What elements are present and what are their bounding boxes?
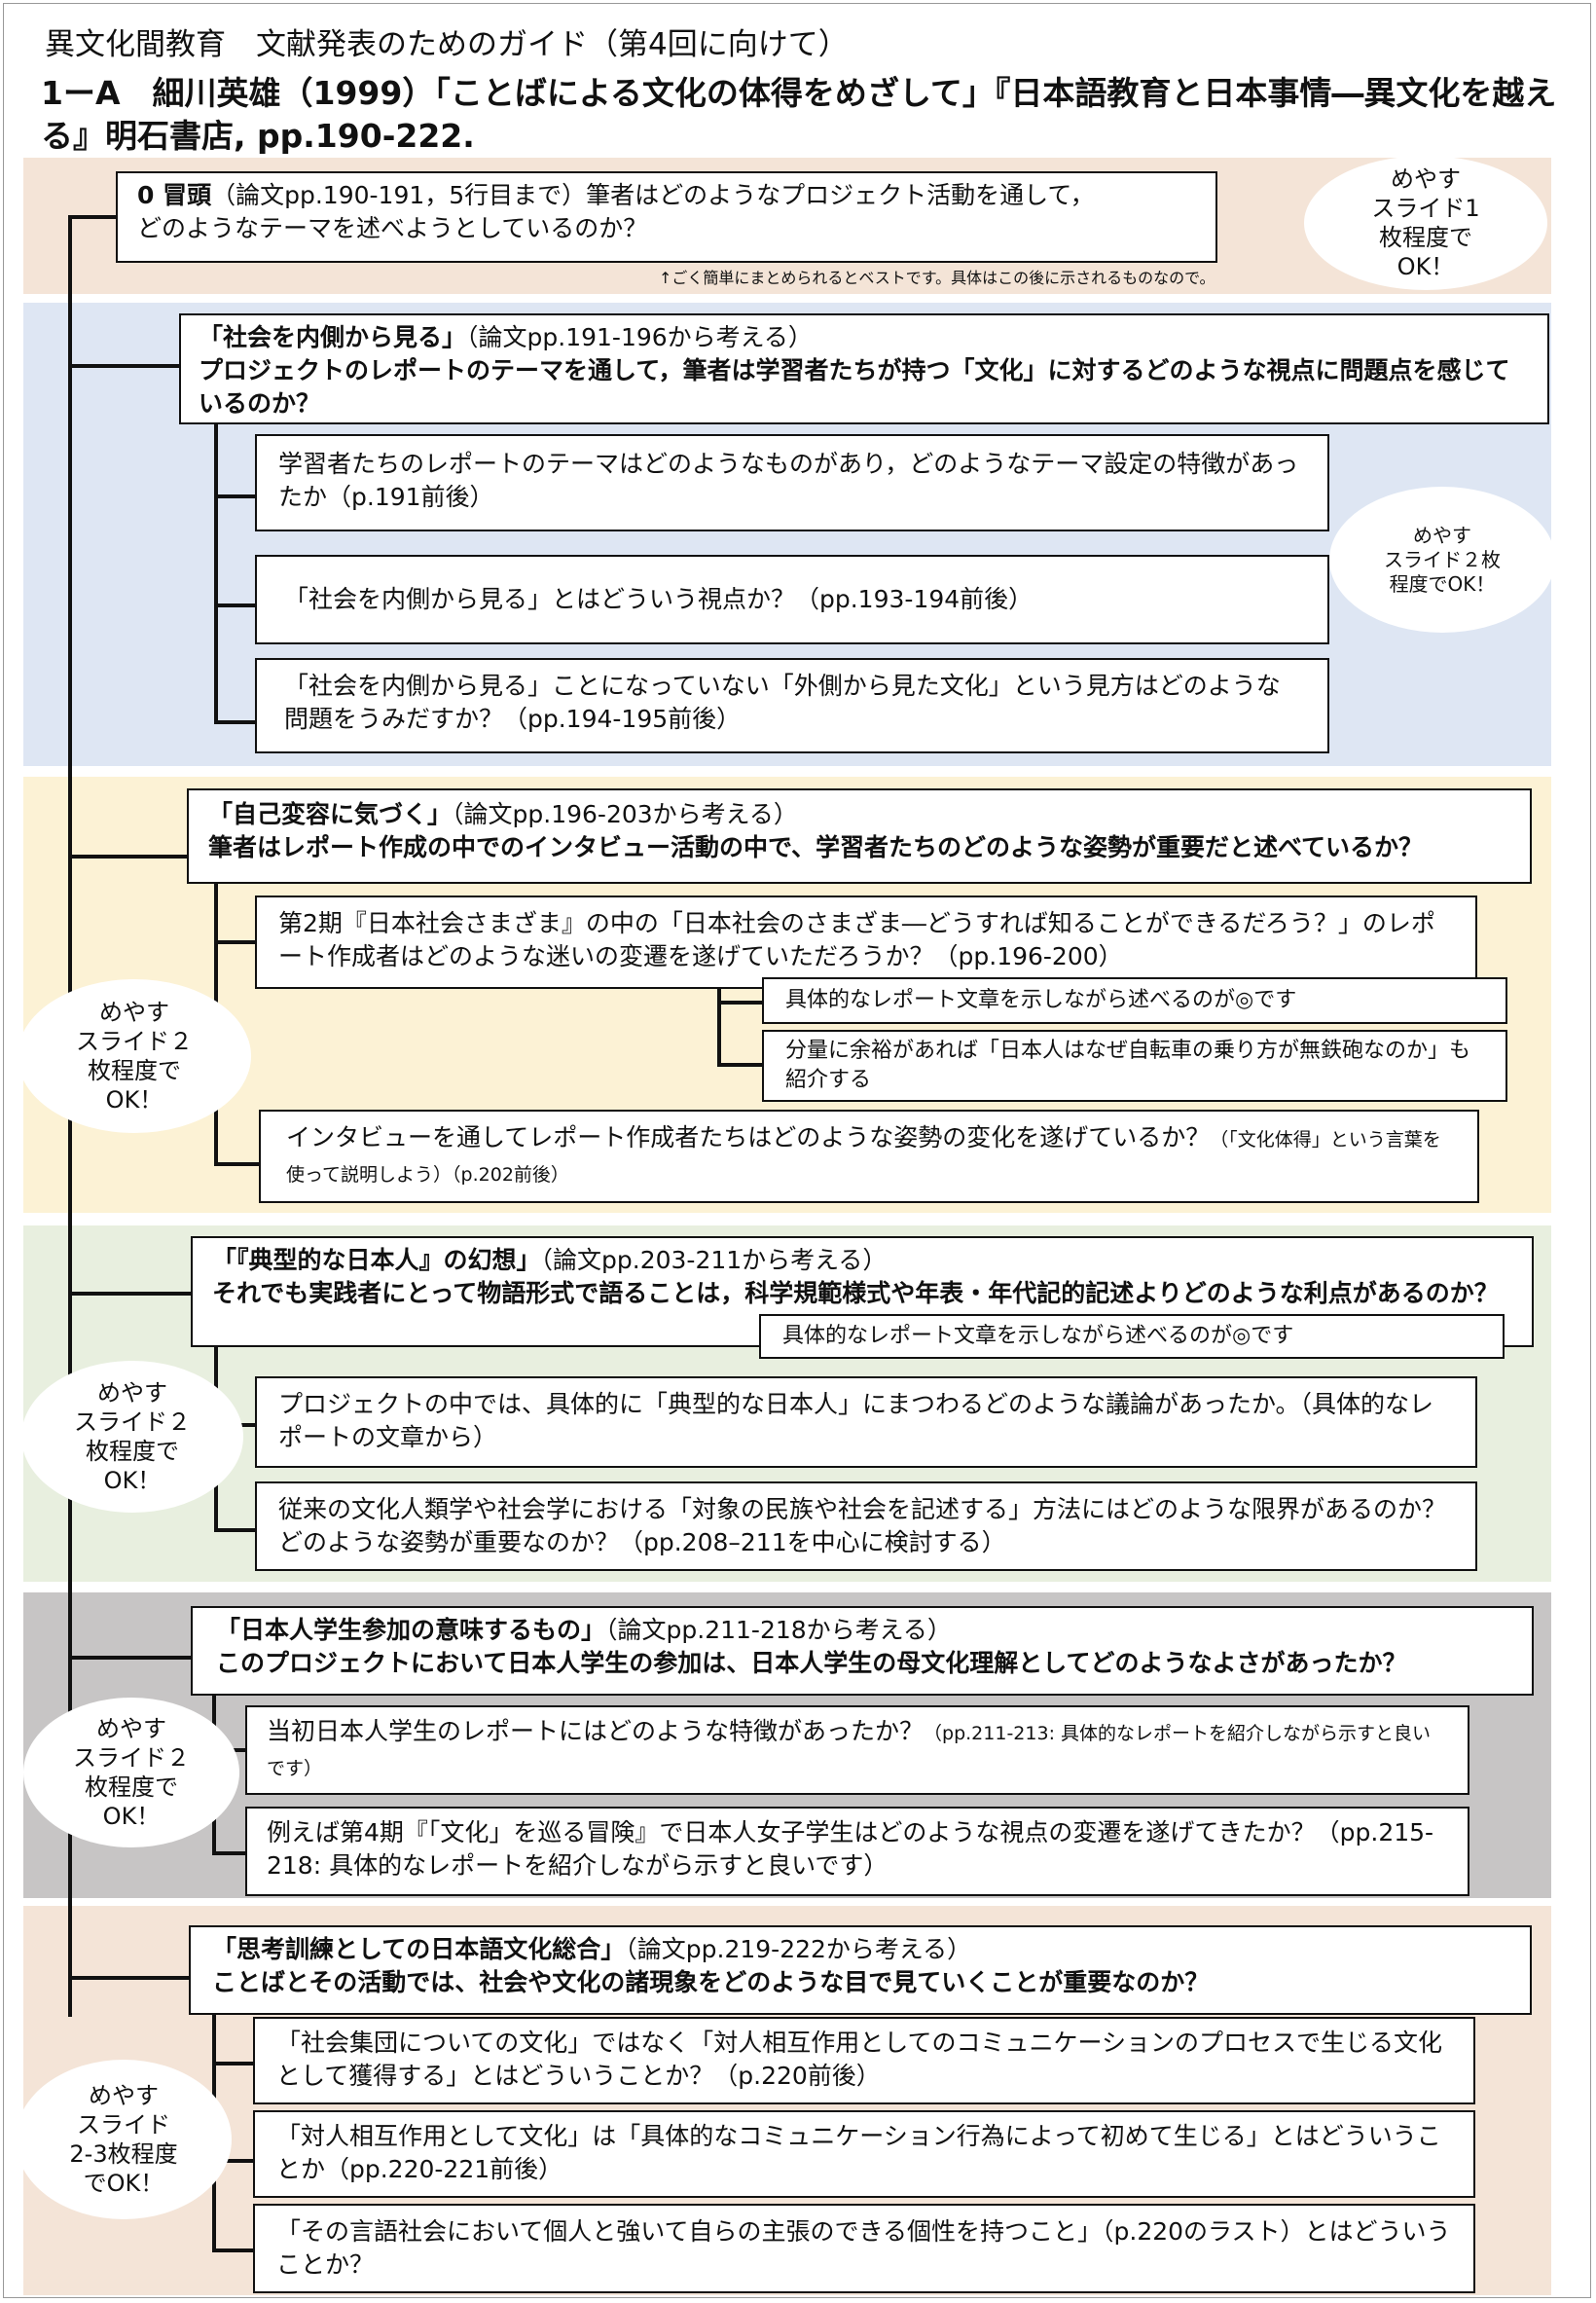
section-2-subquestion-2: インタビューを通してレポート作成者たちはどのような姿勢の変化を遂げているか？（「… bbox=[259, 1110, 1479, 1203]
section-5-subquestion-2: 「対人相互作用として文化」は「具体的なコミュニケーション行為によって初めて生じる… bbox=[253, 2110, 1475, 2198]
section-4-pages: （論文pp.211-218から考える） bbox=[605, 1616, 952, 1644]
section-3-pages: （論文pp.203-211から考える） bbox=[540, 1246, 888, 1274]
connector bbox=[214, 720, 257, 724]
connector bbox=[717, 1001, 764, 1005]
section-1-question: プロジェクトのレポートのテーマを通して，筆者は学習者たちが持つ「文化」に対するど… bbox=[199, 356, 1510, 418]
section-4-estimate-ellipse: めやす スライド２ 枚程度で OK！ bbox=[23, 1698, 239, 1847]
connector bbox=[214, 940, 257, 944]
connector bbox=[68, 855, 189, 859]
connector bbox=[68, 1656, 193, 1660]
connector bbox=[214, 1162, 263, 1166]
section-0-line-2: どのようなテーマを述べようとしているのか？ bbox=[137, 214, 648, 242]
section-5-estimate-ellipse: めやす スライド 2-3枚程度 でOK！ bbox=[16, 2060, 232, 2219]
section-1-subquestion-2: 「社会を内側から見る」とはどういう視点か？（pp.193-194前後） bbox=[255, 555, 1329, 644]
section-5-pages: （論文pp.219-222から考える） bbox=[625, 1935, 972, 1963]
connector bbox=[212, 2159, 255, 2163]
connector bbox=[717, 985, 721, 1065]
section-5-heading-box: 「思考訓練としての日本語文化総合」（論文pp.219-222から考える） ことば… bbox=[189, 1925, 1532, 2015]
connector bbox=[68, 215, 119, 219]
section-2-note-2: 分量に余裕があれば「日本人はなぜ自転車の乗り方が無鉄砲なのか」も紹介する bbox=[762, 1030, 1507, 1102]
section-5-question: ことばとその活動では、社会や文化の諸現象をどのような目で見ていくことが重要なのか… bbox=[212, 1968, 1210, 1996]
section-1-heading: 「社会を内側から見る」 bbox=[199, 323, 467, 351]
section-0-note: ↑ごく簡単にまとめられるとベストです。具体はこの後に示されるものなので。 bbox=[659, 269, 1215, 287]
connector bbox=[68, 364, 183, 368]
connector bbox=[68, 1976, 191, 1980]
section-4-question: このプロジェクトにおいて日本人学生の参加は、日本人学生の母文化理解としてどのよう… bbox=[216, 1649, 1407, 1677]
section-1-subquestion-3: 「社会を内側から見る」ことになっていない「外側から見た文化」という見方はどのよう… bbox=[255, 658, 1329, 753]
connector bbox=[214, 422, 218, 722]
section-4-heading: 「日本人学生参加の意味するもの」 bbox=[216, 1616, 606, 1644]
section-2-heading: 「自己変容に気づく」 bbox=[208, 800, 453, 828]
section-1-pages: （論文pp.191-196から考える） bbox=[466, 323, 813, 351]
section-2-pages: （論文pp.196-203から考える） bbox=[452, 800, 798, 828]
connector bbox=[212, 2062, 255, 2065]
section-3-note-1: 具体的なレポート文章を示しながら述べるのが◎です bbox=[759, 1314, 1505, 1359]
section-5-subquestion-3: 「その言語社会において個人と強いて自らの主張のできる個性を持つこと」（p.220… bbox=[253, 2204, 1475, 2293]
section-4-subquestion-1-main: 当初日本人学生のレポートにはどのような特徴があったか？ bbox=[267, 1717, 925, 1745]
section-1-estimate-ellipse: めやす スライド２枚 程度でOK！ bbox=[1329, 487, 1555, 633]
section-2-subquestion-1: 第2期『日本社会さまざま』の中の「日本社会のさまざま―どうすれば知ることができる… bbox=[255, 896, 1477, 989]
section-3-heading: 「『典型的な日本人』の幻想」 bbox=[212, 1246, 541, 1274]
section-2-subquestion-2-main: インタビューを通してレポート作成者たちはどのような姿勢の変化を遂げているか？ bbox=[286, 1123, 1211, 1152]
section-3-question: それでも実践者にとって物語形式で語ることは，科学規範様式や年表・年代記的記述より… bbox=[212, 1279, 1499, 1307]
section-5-subquestion-1: 「社会集団についての文化」ではなく「対人相互作用としてのコミュニケーションのプロ… bbox=[253, 2017, 1475, 2104]
section-0-line-1: （論文pp.190-191，5行目まで）筆者はどのようなプロジェクト活動を通して… bbox=[211, 181, 1095, 209]
section-2-note-1: 具体的なレポート文章を示しながら述べるのが◎です bbox=[762, 977, 1507, 1024]
section-3-estimate-ellipse: めやす スライド２ 枚程度で OK！ bbox=[21, 1361, 243, 1513]
section-5-heading: 「思考訓練としての日本語文化総合」 bbox=[212, 1935, 626, 1963]
connector bbox=[68, 1292, 193, 1296]
section-3-subquestion-1: プロジェクトの中では、具体的に「典型的な日本人」にまつわるどのような議論があった… bbox=[255, 1376, 1477, 1468]
section-4-subquestion-2: 例えば第4期『「文化」を巡る冒険』で日本人女子学生はどのような視点の変遷を遂げて… bbox=[245, 1807, 1469, 1896]
page-frame bbox=[3, 3, 1591, 2298]
section-2-question: 筆者はレポート作成の中でのインタビュー活動の中で、学習者たちのどのような姿勢が重… bbox=[208, 833, 1424, 861]
section-2-subquestion-2-note: （「文化体得」という言葉を使って説明しよう）（p.202前後） bbox=[286, 1129, 1441, 1186]
course-header: 異文化間教育 文献発表のためのガイド（第4回に向けて） bbox=[45, 27, 849, 62]
section-1-heading-box: 「社会を内側から見る」（論文pp.191-196から考える） プロジェクトのレポ… bbox=[179, 313, 1549, 424]
connector bbox=[214, 1528, 257, 1532]
section-2-heading-box: 「自己変容に気づく」（論文pp.196-203から考える） 筆者はレポート作成の… bbox=[187, 788, 1532, 884]
section-1-subquestion-1: 学習者たちのレポートのテーマはどのようなものがあり，どのようなテーマ設定の特徴が… bbox=[255, 434, 1329, 531]
section-0-estimate-ellipse: めやす スライド1 枚程度で OK！ bbox=[1304, 156, 1547, 290]
document-title: 1ーA 細川英雄（1999）「ことばによる文化の体得をめざして」『日本語教育と日… bbox=[41, 74, 1557, 155]
connector bbox=[212, 2248, 255, 2252]
section-0-question-box: 0 冒頭（論文pp.190-191，5行目まで）筆者はどのようなプロジェクト活動… bbox=[116, 171, 1217, 263]
connector bbox=[214, 494, 257, 498]
section-0-heading: 0 冒頭 bbox=[137, 181, 212, 209]
section-4-subquestion-1: 当初日本人学生のレポートにはどのような特徴があったか？（pp.211-213: … bbox=[245, 1705, 1469, 1795]
section-4-subquestion-1-note: （pp.211-213: 具体的なレポートを紹介しながら示すと良いです） bbox=[267, 1723, 1432, 1779]
connector bbox=[717, 1063, 764, 1067]
connector bbox=[212, 1851, 247, 1855]
section-2-estimate-ellipse: めやす スライド２ 枚程度で OK！ bbox=[18, 979, 251, 1133]
section-3-subquestion-2: 従来の文化人類学や社会学における「対象の民族や社会を記述する」方法にはどのような… bbox=[255, 1481, 1477, 1571]
connector bbox=[214, 603, 257, 607]
section-4-heading-box: 「日本人学生参加の意味するもの」（論文pp.211-218から考える） このプロ… bbox=[191, 1606, 1534, 1696]
